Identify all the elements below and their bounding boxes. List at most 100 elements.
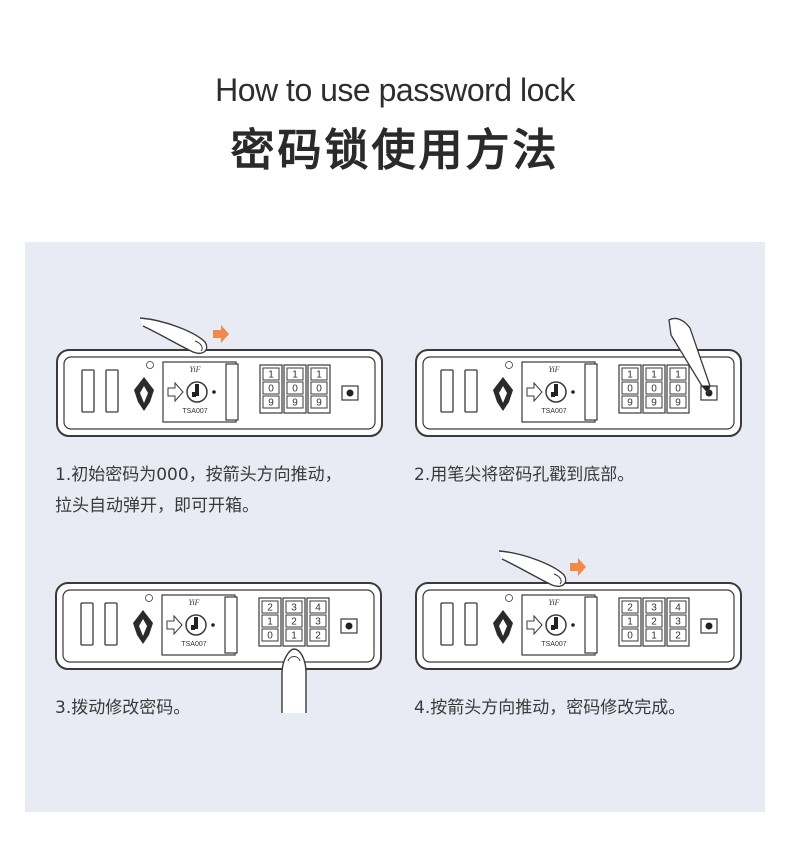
dial-digit-box: [262, 395, 280, 409]
lock-slot-right: [105, 369, 119, 413]
indicator-dot: [571, 390, 575, 394]
dial-digit: 2: [315, 631, 321, 642]
dial-digit: 1: [627, 617, 633, 628]
lock-slot-left: [81, 369, 95, 413]
dial-digit-box: [645, 367, 663, 381]
slider-tab: [225, 363, 239, 421]
dial-digit: 1: [291, 631, 297, 642]
dial-digit: 2: [675, 631, 681, 642]
orange-arrow-icon: [213, 325, 229, 343]
fingernail-icon: [553, 573, 562, 585]
dial-digit: 1: [651, 370, 657, 381]
pen-point-icon: [701, 385, 711, 395]
push-direction-icon: [166, 614, 183, 636]
keyhole-slot: [194, 617, 198, 629]
dial-digit-box: [621, 628, 639, 642]
finger-icon: [139, 317, 208, 354]
dial-digit: 0: [651, 384, 657, 395]
model-label: TSA007: [181, 641, 206, 648]
dial-digit: 9: [675, 398, 681, 409]
fingernail-icon: [194, 340, 203, 352]
page-title-english: How to use password lock: [215, 72, 575, 108]
lock-inner-frame: [422, 356, 735, 430]
instructions-panel: [25, 242, 765, 812]
push-direction-icon: [526, 381, 543, 403]
dial-digit: 0: [292, 384, 298, 395]
registered-mark-icon: [505, 594, 513, 602]
lock-slot-right: [464, 602, 478, 646]
dial-digit: 4: [675, 603, 681, 614]
dial-digit: 1: [268, 370, 274, 381]
model-label: TSA007: [541, 641, 566, 648]
step-2-caption: 2.用笔尖将密码孔戳到底部。: [414, 465, 635, 485]
dial-digit-box: [645, 600, 663, 614]
push-direction-icon: [526, 614, 543, 636]
indicator-dot: [211, 623, 215, 627]
dial-digit-box: [309, 600, 327, 614]
dial-digit-box: [261, 600, 279, 614]
dial-digit-box: [262, 367, 280, 381]
dial-digit: 0: [675, 384, 681, 395]
finger-icon: [498, 550, 567, 587]
dial-digit: 2: [627, 603, 633, 614]
model-label: TSA007: [182, 408, 207, 415]
dial-digit: 0: [267, 631, 273, 642]
dial-digit-box: [669, 367, 687, 381]
dial-digit-box: [261, 614, 279, 628]
dial-digit: 0: [627, 384, 633, 395]
push-direction-icon: [167, 381, 184, 403]
dial-digit-box: [261, 628, 279, 642]
dial-digit: 4: [315, 603, 321, 614]
dial-digit-box: [621, 614, 639, 628]
dial-digit: 2: [651, 617, 657, 628]
dial-digit: 9: [292, 398, 298, 409]
brand-label: YiF: [549, 598, 560, 607]
step-3-caption: 3.拨动修改密码。: [55, 698, 191, 718]
lock-inner-frame: [63, 356, 376, 430]
dial-digit: 3: [651, 603, 657, 614]
dial-digit: 2: [267, 603, 273, 614]
keyhole-slot: [554, 384, 558, 396]
dial-digit-box: [645, 628, 663, 642]
dial-digit-box: [645, 395, 663, 409]
tsa-diamond-center: [499, 619, 507, 636]
dial-digit: 3: [675, 617, 681, 628]
dial-digit: 9: [627, 398, 633, 409]
dial-digit-box: [262, 381, 280, 395]
lock-slot-left: [80, 602, 94, 646]
dial-digit: 9: [651, 398, 657, 409]
keyhole-slot: [554, 617, 558, 629]
dial-digit-box: [286, 381, 304, 395]
finger-dial-icon: [281, 648, 307, 713]
dial-digit: 2: [291, 617, 297, 628]
dial-digit-box: [621, 600, 639, 614]
indicator-dot: [212, 390, 216, 394]
keyhole-notch: [551, 392, 555, 397]
lock-inner-frame: [62, 589, 375, 663]
dial-digit: 0: [268, 384, 274, 395]
registered-mark-icon: [146, 361, 154, 369]
slider-tab: [584, 596, 598, 654]
step-1-caption-line-1: 1.初始密码为000，按箭头方向推动，: [55, 465, 342, 485]
reset-hole-icon: [346, 389, 354, 397]
dial-digit-box: [286, 395, 304, 409]
keyhole-slot: [195, 384, 199, 396]
dial-digit: 3: [315, 617, 321, 628]
slider-tab: [224, 596, 238, 654]
dial-digit-box: [669, 628, 687, 642]
lock-slot-right: [104, 602, 118, 646]
dial-digit: 1: [267, 617, 273, 628]
dial-digit-box: [310, 367, 328, 381]
dial-digit-box: [286, 367, 304, 381]
reset-hole-icon: [705, 622, 713, 630]
tsa-diamond-center: [140, 386, 148, 403]
step-4-caption: 4.按箭头方向推动，密码修改完成。: [414, 698, 686, 718]
dial-digit-box: [285, 614, 303, 628]
brand-label: YiF: [190, 365, 201, 374]
lock-slot-right: [464, 369, 478, 413]
keyhole-notch: [191, 625, 195, 630]
